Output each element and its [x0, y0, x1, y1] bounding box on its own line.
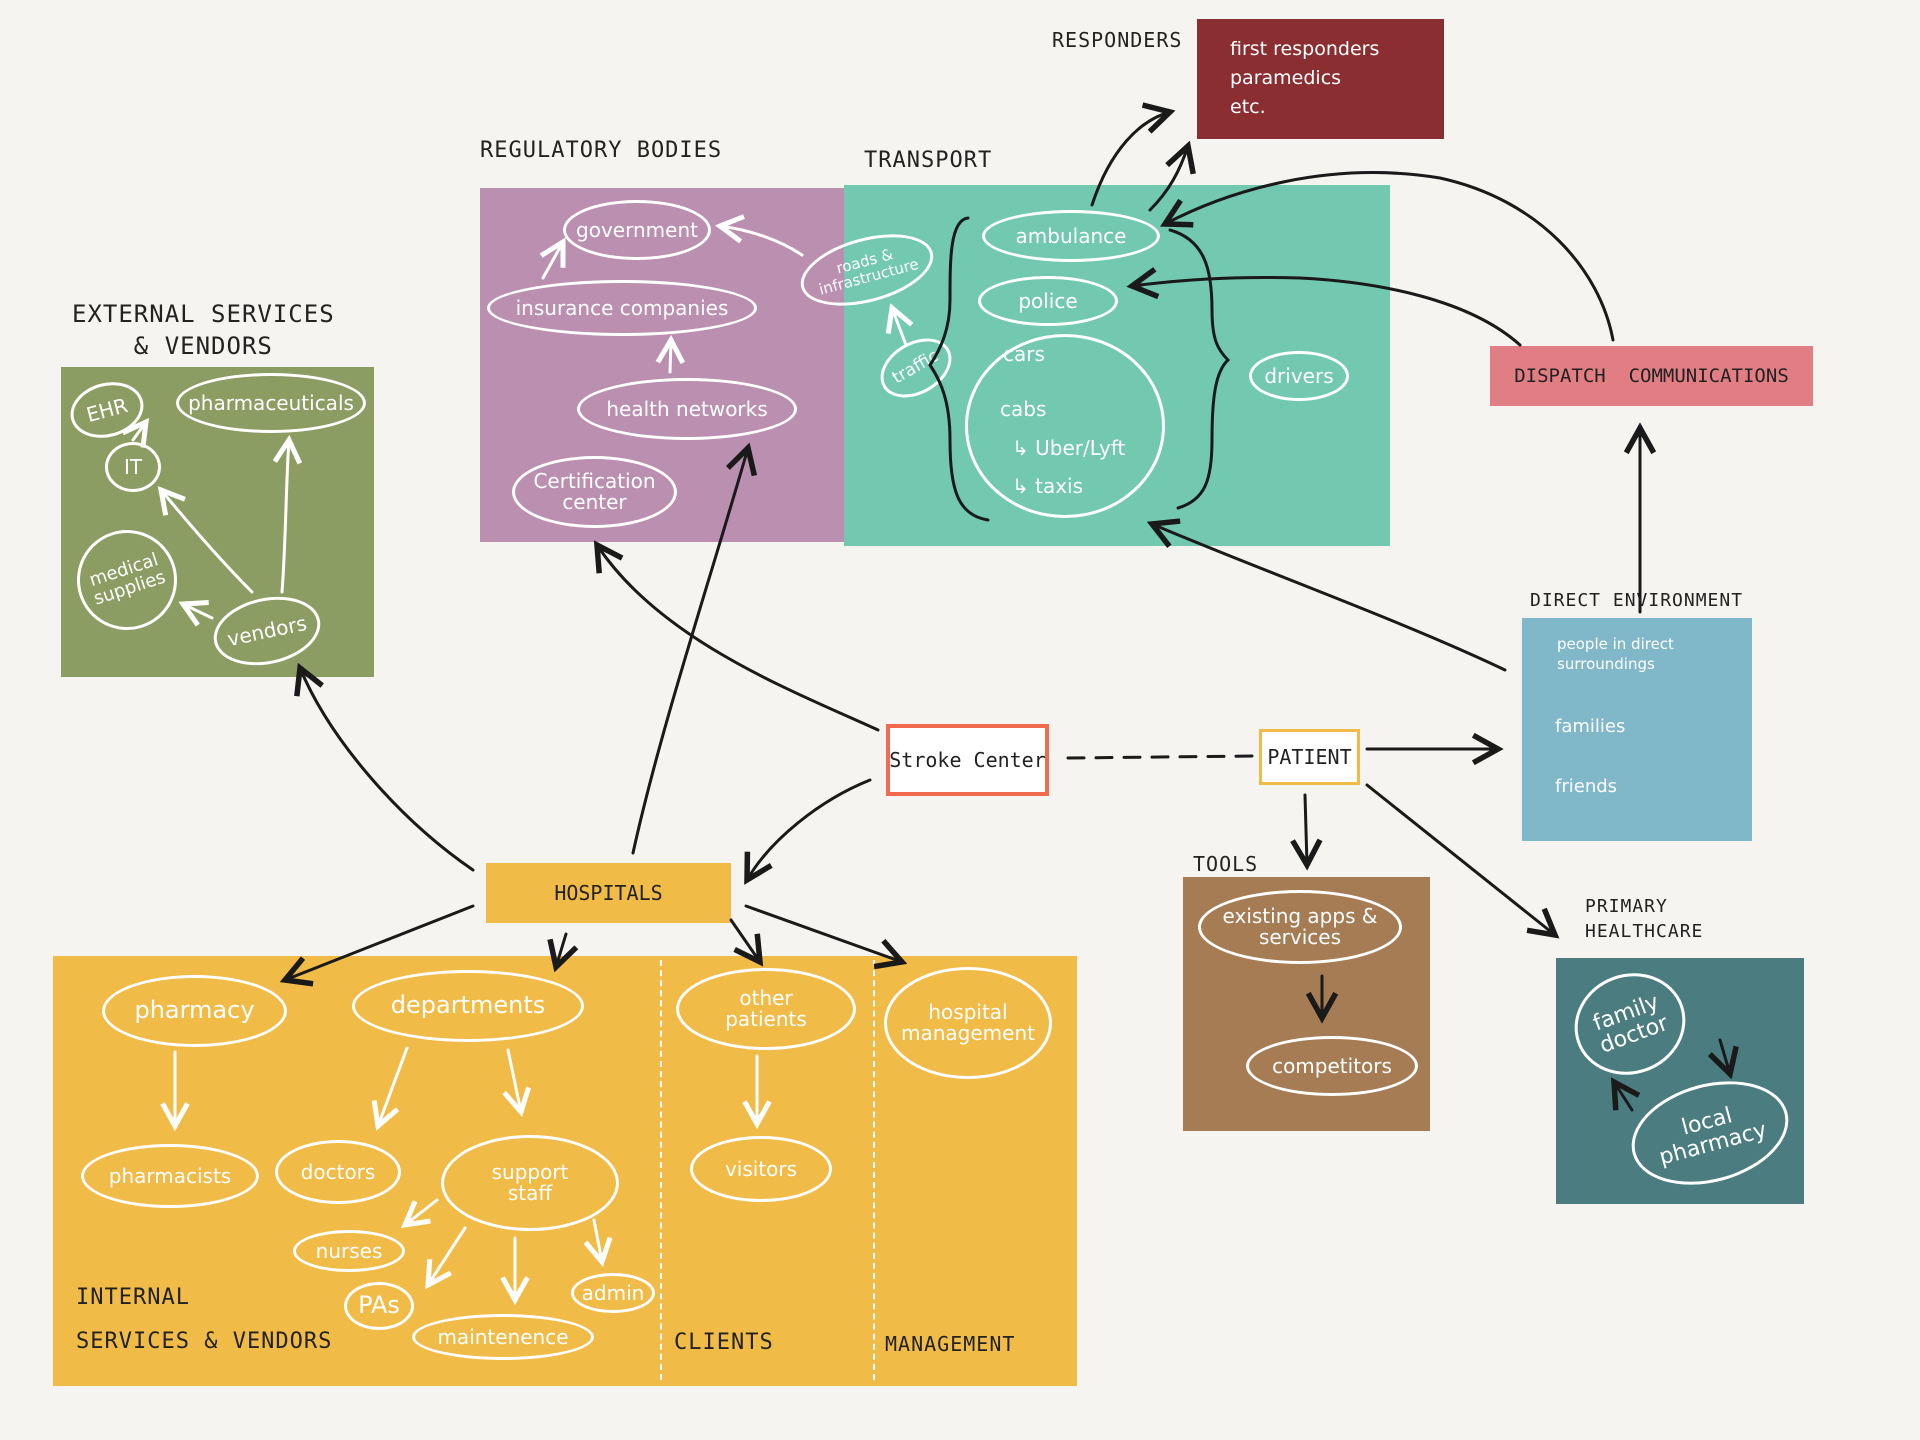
- pharmacists-oval: pharmacists: [81, 1144, 259, 1208]
- families-label: families: [1555, 716, 1626, 737]
- insurance-companies-oval: insurance companies: [487, 280, 757, 336]
- nurses-oval: nurses: [293, 1230, 405, 1272]
- friends-label: friends: [1555, 776, 1618, 797]
- responders-title: RESPONDERS: [1052, 28, 1183, 52]
- internal-services-label: INTERNAL SERVICES & VENDORS: [76, 1285, 333, 1354]
- existing-apps-oval: existing apps & services: [1198, 890, 1402, 964]
- cabs-label: cabs: [1000, 397, 1047, 421]
- arrow-patient-to-tools: [1305, 793, 1307, 865]
- pharmaceuticals-oval: pharmaceuticals: [176, 373, 366, 433]
- primary-healthcare-panel: [1556, 958, 1804, 1204]
- departments-oval: departments: [352, 970, 584, 1042]
- management-label: MANAGEMENT: [885, 1332, 1016, 1356]
- people-surroundings-label: people in direct surroundings: [1557, 635, 1674, 673]
- arrow-hospitals-to-management: [744, 904, 902, 962]
- cars-label: cars: [1003, 342, 1045, 366]
- line-stroke-patient: [1066, 754, 1257, 760]
- regulatory-bodies-title: REGULATORY BODIES: [480, 138, 723, 163]
- primary-healthcare-title: PRIMARY HEALTHCARE: [1585, 896, 1704, 942]
- arrow-stroke-to-hospitals: [747, 778, 872, 880]
- competitors-oval: competitors: [1246, 1036, 1418, 1096]
- health-networks-oval: health networks: [577, 378, 797, 440]
- uber-lyft-label: ↳ Uber/Lyft: [1012, 436, 1126, 460]
- visitors-oval: visitors: [690, 1136, 832, 1202]
- direct-environment-title: DIRECT ENVIRONMENT: [1530, 590, 1744, 611]
- responders-panel: [1197, 19, 1444, 139]
- external-services-title: EXTERNAL SERVICES & VENDORS: [72, 300, 335, 360]
- admin-oval: admin: [571, 1273, 655, 1313]
- responders-text: first responders paramedics etc.: [1230, 38, 1380, 118]
- clients-label: CLIENTS: [674, 1330, 774, 1355]
- direct-environment-panel: [1522, 618, 1752, 841]
- drivers-oval: drivers: [1249, 351, 1349, 401]
- support-staff-oval: support staff: [441, 1135, 619, 1231]
- doctors-oval: doctors: [275, 1140, 401, 1204]
- certification-center-oval: Certification center: [512, 456, 677, 528]
- patient-node[interactable]: PATIENT: [1259, 729, 1360, 785]
- management-divider: [873, 960, 875, 1380]
- dispatch-communications-label[interactable]: DISPATCH COMMUNICATIONS: [1514, 365, 1789, 387]
- hospitals-node[interactable]: HOSPITALS: [486, 863, 731, 923]
- government-oval: government: [563, 200, 711, 260]
- taxis-label: ↳ taxis: [1012, 474, 1084, 498]
- transport-title: TRANSPORT: [864, 148, 993, 173]
- tools-title: TOOLS: [1193, 852, 1259, 876]
- police-oval[interactable]: police: [978, 276, 1118, 326]
- it-oval: IT: [105, 442, 161, 492]
- pas-oval: PAs: [344, 1282, 414, 1330]
- maintenance-oval: maintenence: [412, 1314, 594, 1360]
- other-patients-oval: other patients: [676, 968, 856, 1050]
- arrow-hospitals-to-vendors: [300, 668, 475, 872]
- arrow-stroke-to-certification: [597, 545, 880, 732]
- ambulance-oval[interactable]: ambulance: [982, 210, 1160, 262]
- clients-divider: [660, 960, 662, 1380]
- stroke-center-node[interactable]: Stroke Center: [886, 724, 1049, 796]
- dispatch-panel: [1490, 346, 1813, 406]
- hospital-management-oval: hospital management: [884, 967, 1052, 1079]
- pharmacy-oval: pharmacy: [102, 975, 287, 1047]
